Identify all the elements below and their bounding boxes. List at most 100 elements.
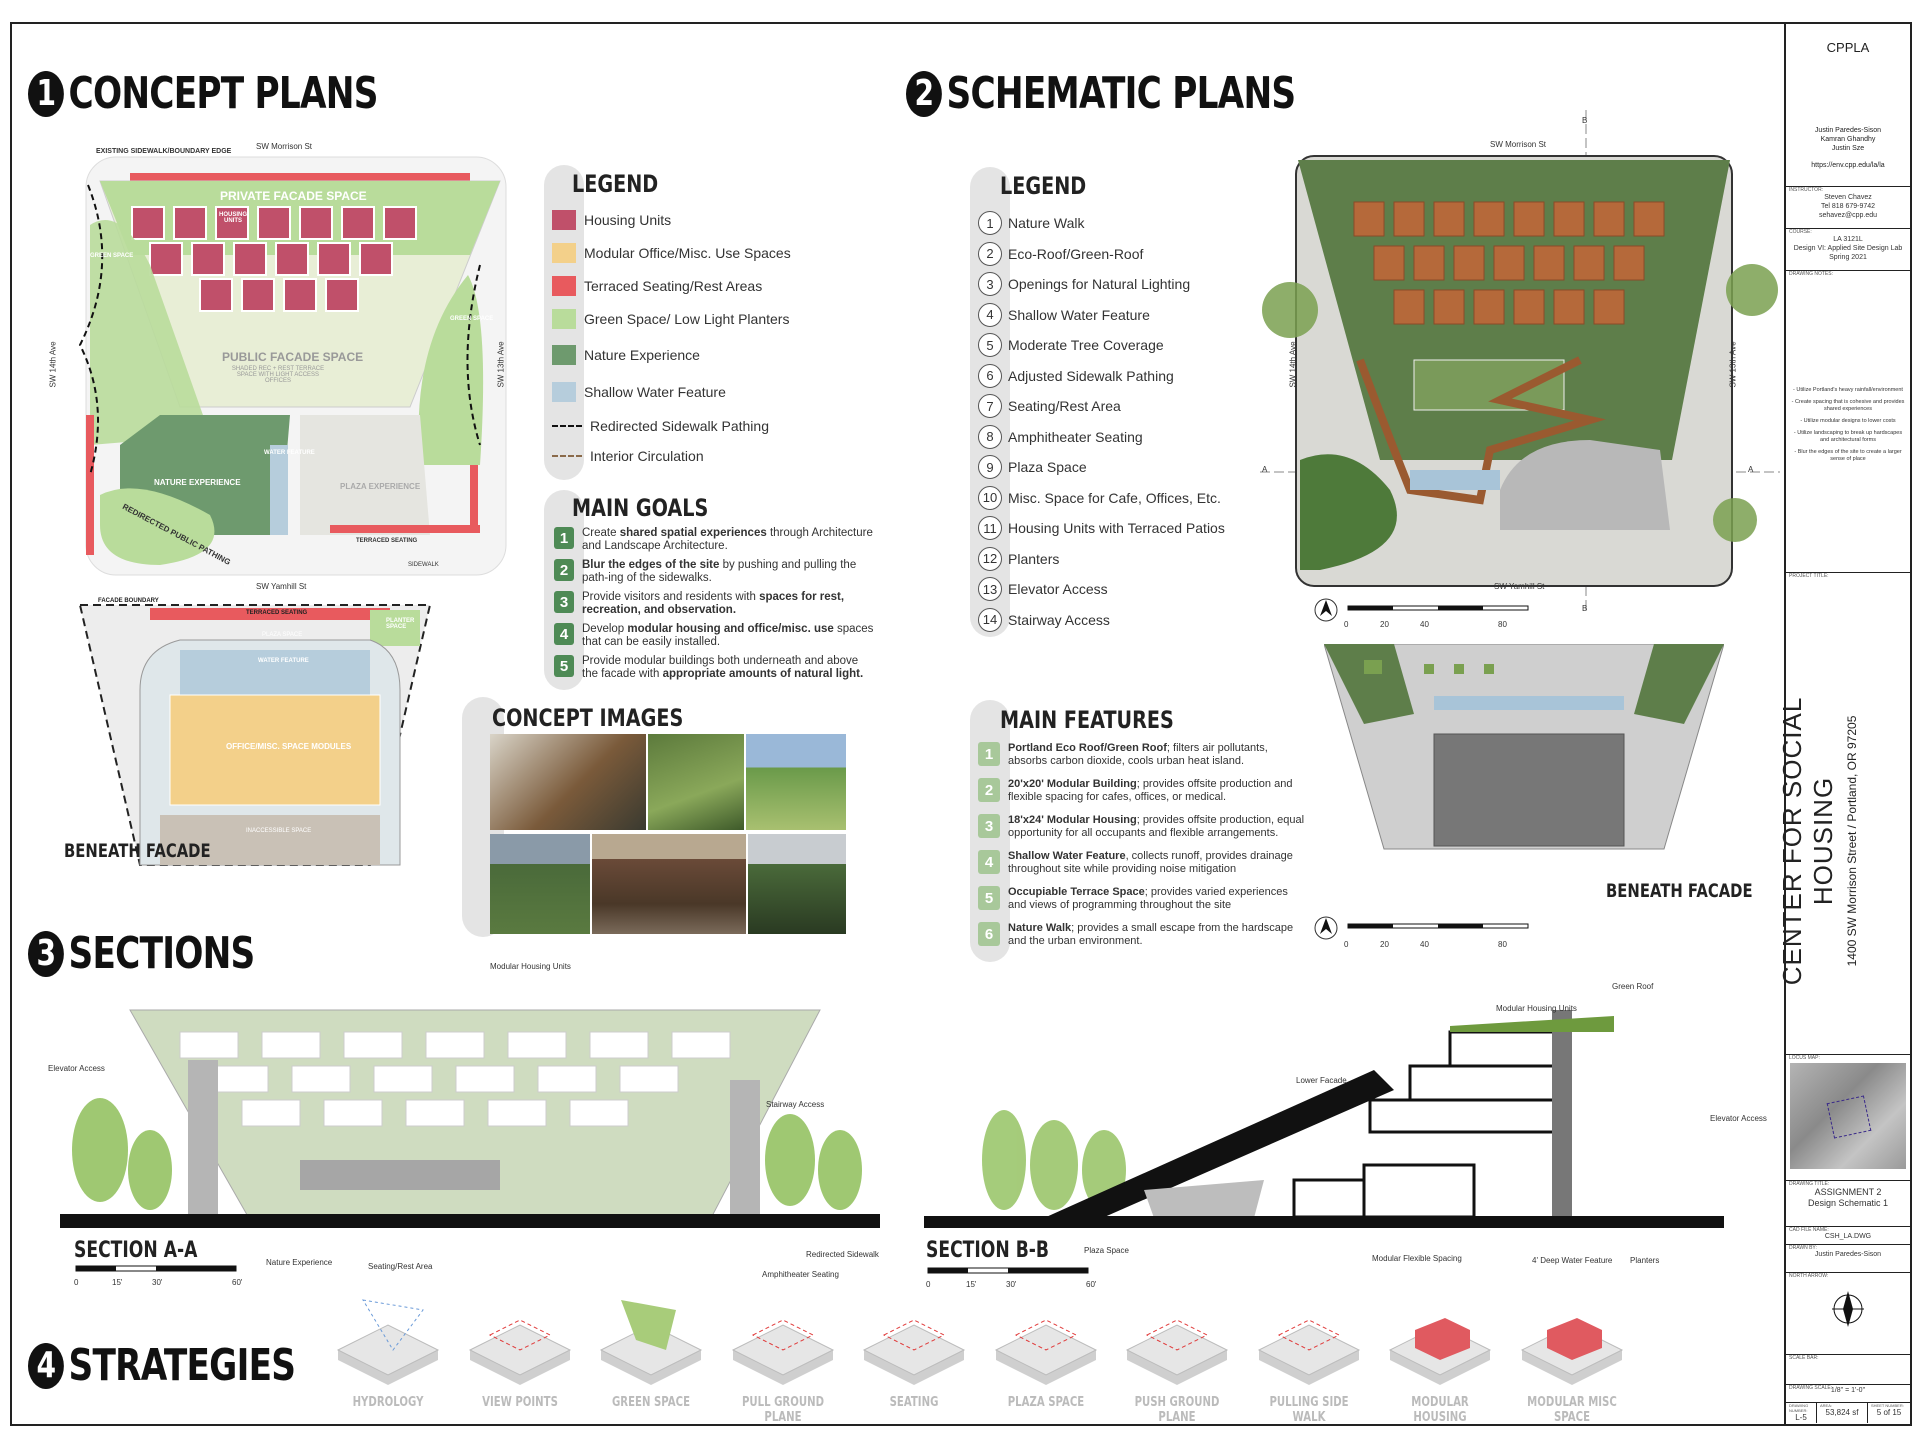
instructor-phone: Tel 818 679-9742 [1820, 203, 1876, 210]
feature-text-plain: ; provides a small escape from the hards… [1008, 922, 1294, 947]
goal-text-plain: Provide visitors and residents with [582, 591, 760, 603]
section-a-nature-label: Nature Experience [266, 1258, 333, 1267]
area-label: AREA: [1820, 1403, 1833, 1408]
locus-label: LOCUS MAP: [1789, 1055, 1820, 1061]
green-space-west-label: GREEN SPACE [90, 253, 134, 259]
sheet-number-label: SHEET NUMBER: [1871, 1403, 1904, 1408]
sidewalk-label: SIDEWALK [408, 562, 439, 568]
drawing-number: L-5 [1795, 1413, 1807, 1422]
legend-number-badge: 5 [978, 333, 1002, 357]
section-title: STRATEGIES [68, 1340, 296, 1391]
concept-image-urban-garden [490, 834, 590, 934]
drawing-scale-block: DRAWING SCALE: 1/8" = 1'-0" [1786, 1384, 1910, 1401]
section-cut-b-south: B [1582, 604, 1588, 613]
scale-tick: 15' [966, 1280, 977, 1289]
section-a-modular-label: Modular Housing Units [490, 962, 571, 971]
concept-image-walkway [748, 834, 846, 934]
legend-2-item-label: Moderate Tree Coverage [1008, 337, 1164, 353]
legend-2-item-label: Eco-Roof/Green-Roof [1008, 245, 1144, 262]
drawing-title-block: DRAWING TITLE: ASSIGNMENT 2 Design Schem… [1786, 1180, 1910, 1225]
strategy-accent [488, 1319, 551, 1351]
strategy-label: SEATING [889, 1395, 939, 1410]
scale-tick-40: 40 [1420, 940, 1429, 949]
strategy-accent [751, 1319, 814, 1351]
planter-space-label: PLANTER SPACE [386, 618, 415, 630]
legend-2-item-label: Shallow Water Feature [1008, 306, 1150, 323]
legend-item-label: Modular Office/Misc. Use Spaces [584, 245, 791, 261]
goal-number: 4 [554, 623, 574, 645]
section-a-seating-label: Seating/Rest Area [368, 1262, 433, 1271]
feature-number: 6 [978, 922, 1000, 946]
note-line: - Create spacing that is cohesive and pr… [1791, 399, 1905, 412]
cad-block: CAD FILE NAME: CSH_LA.DWG [1786, 1226, 1910, 1243]
strategy-diagram [862, 1319, 966, 1385]
concept-plan-drawing [78, 156, 507, 576]
cad-label: CAD FILE NAME: [1789, 1227, 1829, 1233]
feature-text-bold: Occupiable Terrace Space [1008, 886, 1145, 898]
legend-color-swatch [552, 309, 576, 329]
section-cut-a-east: A [1748, 465, 1754, 474]
concept-image-green-mounds [746, 734, 846, 830]
feature-text-plain: ; provides offsite production and flexib… [1008, 778, 1293, 803]
strategy-diagram [731, 1319, 834, 1385]
goal-text: Create shared spatial experiences throug… [582, 527, 874, 553]
title-block-divider [1784, 22, 1786, 1424]
scale-tick-80: 80 [1498, 620, 1507, 629]
street-label-east: SW 13th Ave [496, 341, 506, 388]
strategy-label: HYDROLOGY [352, 1395, 424, 1410]
section-a-elevator-label: Elevator Access [48, 1064, 105, 1073]
feature-text: Nature Walk; provides a small escape fro… [1008, 922, 1308, 948]
north-arrow-icon [1832, 1291, 1864, 1327]
legend-line-swatch [552, 455, 582, 457]
locus-map [1790, 1063, 1906, 1169]
legend-2-item-label: Nature Walk [1008, 215, 1085, 231]
strategy-base-side [1390, 1350, 1490, 1385]
legend-number-badge: 11 [978, 516, 1002, 540]
section-number-badge: 2 [906, 70, 942, 117]
goal-text-plain: spaces that can be easily installed. [582, 623, 874, 648]
strategy-label: PULL GROUND PLANE [741, 1395, 824, 1425]
strategy-accent [1546, 1318, 1602, 1360]
legend-item-label: Interior Circulation [590, 448, 704, 464]
goals-title: MAIN GOALS [572, 494, 709, 522]
strategy-accent [1145, 1319, 1209, 1351]
legend-2-item-label: Misc. Space for Cafe, Offices, Etc. [1008, 489, 1221, 506]
feature-number: 3 [978, 814, 1000, 838]
concept-image-earth-home [648, 734, 744, 830]
section-b-plaza-label: Plaza Space [1084, 1246, 1129, 1255]
strategy-base-plane [336, 1324, 440, 1376]
instructor-label: INSTRUCTOR: [1789, 187, 1824, 193]
strategy-label: MODULAR HOUSING [1411, 1395, 1469, 1425]
project-address: 1400 SW Morrison Street / Portland, OR 9… [1845, 715, 1859, 967]
goal-text-bold: Blur the edges of the site [582, 559, 720, 571]
scale-tick: 30' [152, 1278, 163, 1287]
legend-number-badge: 7 [978, 394, 1002, 418]
legend-item: Housing Units [552, 210, 671, 230]
scale-tick: 60' [1086, 1280, 1097, 1289]
notes-label: DRAWING NOTES: [1789, 271, 1833, 277]
housing-units-label: HOUSING UNITS [218, 212, 247, 224]
legend-item-label: Terraced Seating/Rest Areas [584, 278, 763, 294]
section-number-badge: 3 [28, 930, 64, 977]
schematic-street-south: SW Yamhill St [1494, 582, 1545, 591]
strategy-diagram [1520, 1318, 1623, 1385]
feature-item: 6 Nature Walk; provides a small escape fr… [978, 922, 1308, 948]
project-title-block: PROJECT TITLE: [1786, 572, 1910, 1053]
note-line: - Utilize Portland's heavy rainfall/envi… [1793, 387, 1903, 393]
legend-2-item-label: Elevator Access [1008, 581, 1108, 597]
scale-tick-40: 40 [1420, 620, 1429, 629]
section-a-drawing [60, 1009, 880, 1228]
legend-number-badge: 12 [978, 546, 1002, 571]
drawing-scale: 1/8" = 1'-0" [1830, 1387, 1866, 1394]
goal-text: Develop modular housing and office/misc.… [582, 623, 874, 649]
